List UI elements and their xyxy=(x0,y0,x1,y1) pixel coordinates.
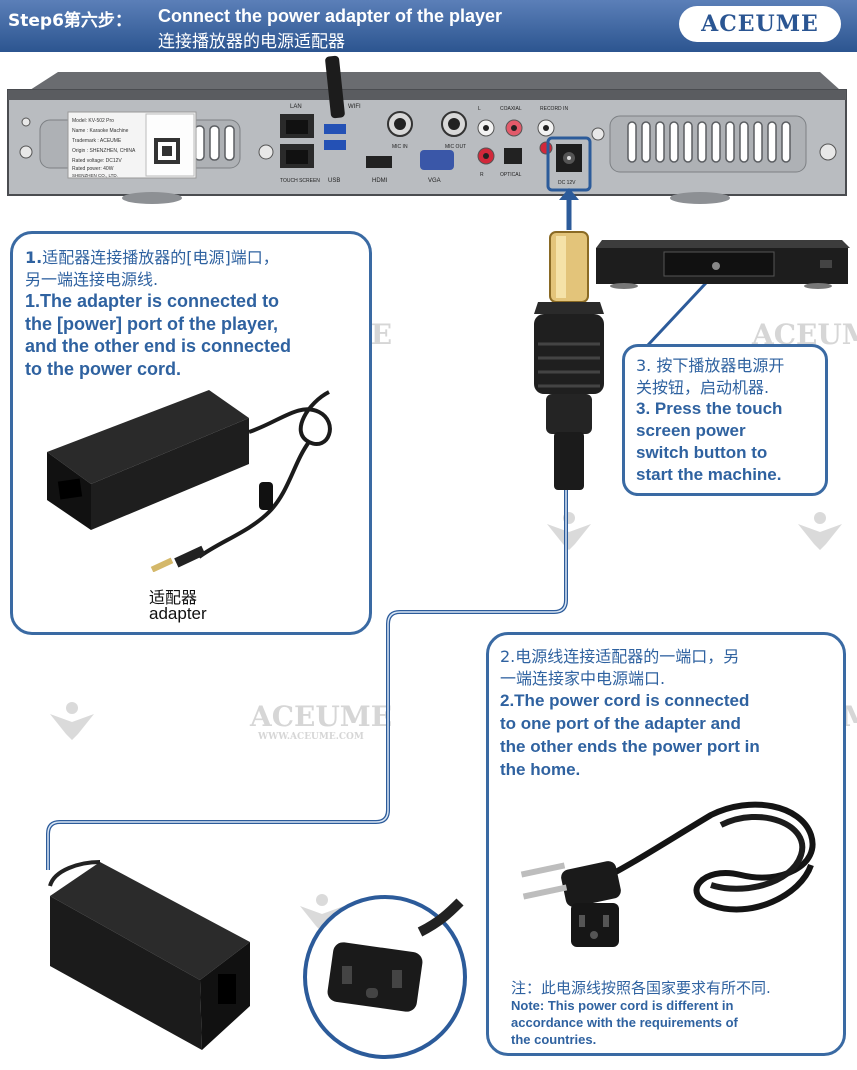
svg-text:LAN: LAN xyxy=(290,104,302,110)
step3-panel: 3. 按下播放器电源开 关按钮，启动机器. 3. Press the touch… xyxy=(622,344,828,496)
power-cord-image xyxy=(520,801,816,947)
svg-text:DC 12V: DC 12V xyxy=(558,180,576,186)
bottom-adapter-image xyxy=(48,860,250,1050)
watermark-logo-icon xyxy=(798,512,842,550)
svg-text:MIC OUT: MIC OUT xyxy=(445,144,466,150)
svg-text:USB: USB xyxy=(328,178,340,184)
watermark-logo-icon xyxy=(50,702,94,740)
svg-text:TOUCH SCREEN: TOUCH SCREEN xyxy=(280,178,320,184)
svg-text:VGA: VGA xyxy=(428,178,441,184)
step1-cn-line1: 1.适配器连接播放器的[电源]端口， xyxy=(25,248,279,267)
player-front-image xyxy=(596,240,850,289)
step2-en-text: 2.The power cord is connected to one por… xyxy=(500,691,760,779)
svg-text:Rated voltage: DC12V: Rated voltage: DC12V xyxy=(72,158,122,164)
svg-text:Name : Karaoke Machine: Name : Karaoke Machine xyxy=(72,128,129,134)
watermark-brand: ACEUME xyxy=(250,700,393,733)
svg-text:MIC IN: MIC IN xyxy=(392,144,408,150)
player-rear-panel: Model: KV-502 Pro Name : Karaoke Machine… xyxy=(7,55,847,204)
step3-cn-line1: 3. 按下播放器电源开 xyxy=(636,356,785,375)
step-label: Step6第六步： xyxy=(8,11,132,31)
step3-cn-line2: 关按钮，启动机器. xyxy=(636,378,770,397)
svg-text:HDMI: HDMI xyxy=(372,178,388,184)
svg-text:Origin : SHENZHEN, CHINA: Origin : SHENZHEN, CHINA xyxy=(72,148,136,154)
step1-cn-line2: 另一端连接电源线. xyxy=(25,270,159,289)
brand-logo: ACEUME xyxy=(679,6,841,42)
header-banner: Step6第六步： Connect the power adapter of t… xyxy=(0,0,857,52)
adapter-caption-en: adapter xyxy=(149,604,207,623)
svg-text:Model: KV-502 Pro: Model: KV-502 Pro xyxy=(72,118,114,124)
step2-panel: 2.电源线连接适配器的一端口，另 一端连接家中电源端口. 2.The power… xyxy=(486,632,846,1056)
page-title: Connect the power adapter of the player xyxy=(158,6,503,26)
svg-text:Rated power: 40W: Rated power: 40W xyxy=(72,166,114,172)
step2-cn-line2: 一端连接家中电源端口. xyxy=(500,669,666,688)
step2-cn-line1: 2.电源线连接适配器的一端口，另 xyxy=(500,647,740,666)
adapter-image xyxy=(47,390,332,572)
svg-text:WIFI: WIFI xyxy=(348,104,361,110)
step1-en-text: 1.The adapter is connected to the [power… xyxy=(25,291,292,379)
step3-en-text: 3. Press the touch screen power switch b… xyxy=(636,399,783,484)
svg-text:RECORD IN: RECORD IN xyxy=(540,106,568,112)
svg-text:Trademark : ACEUME: Trademark : ACEUME xyxy=(72,138,122,144)
svg-text:SHENZHEN CO., LTD.: SHENZHEN CO., LTD. xyxy=(72,173,118,178)
adapter-caption-cn: 适配器 xyxy=(149,588,198,607)
connector-zoom-image xyxy=(303,895,467,1059)
svg-text:OPTICAL: OPTICAL xyxy=(500,172,522,178)
step2-note-en: Note: This power cord is different in ac… xyxy=(511,998,738,1047)
step2-note-cn: 注：此电源线按照各国家要求有所不同. xyxy=(511,979,771,997)
watermark-logo-icon xyxy=(300,894,344,932)
svg-text:R: R xyxy=(480,172,484,178)
watermark-url: WWW.ACEUME.COM xyxy=(258,732,364,742)
svg-text:COAXIAL: COAXIAL xyxy=(500,106,522,112)
svg-text:L: L xyxy=(478,106,481,112)
page-title-cn: 连接播放器的电源适配器 xyxy=(158,32,345,52)
dc-plug-image xyxy=(534,231,604,490)
step1-panel: 1.适配器连接播放器的[电源]端口， 另一端连接电源线. 1.The adapt… xyxy=(10,231,372,635)
